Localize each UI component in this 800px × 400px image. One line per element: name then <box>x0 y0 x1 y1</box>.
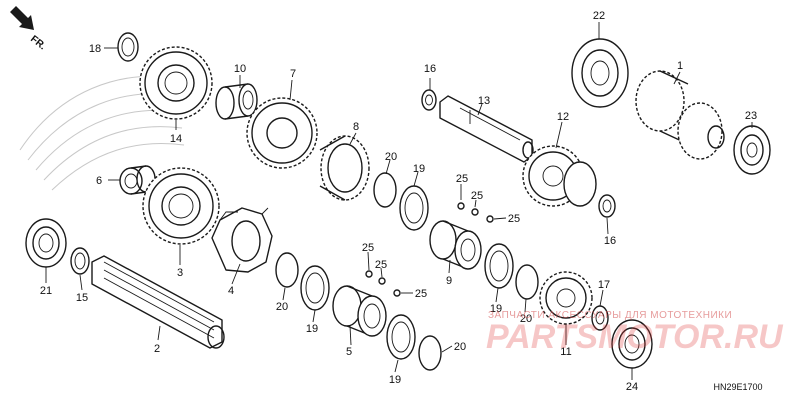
washer-16-bottom <box>598 194 616 218</box>
gear-12 <box>522 145 597 207</box>
snap-ring-20-mid <box>275 252 299 288</box>
callout-25-d: 25 <box>362 242 374 254</box>
callout-19-right: 19 <box>490 303 502 315</box>
front-direction-label: FR. <box>28 34 48 53</box>
callout-17: 17 <box>598 279 610 291</box>
washer-19-top <box>399 185 429 231</box>
gear-8 <box>319 135 370 201</box>
callout-20-top: 20 <box>385 151 397 163</box>
callout-7: 7 <box>290 68 296 80</box>
watermark-brand: PARTSMOTOR.RU <box>486 318 784 356</box>
bearing-21 <box>25 218 67 268</box>
callout-23: 23 <box>745 110 757 122</box>
bearing-22 <box>571 38 629 108</box>
callout-1: 1 <box>677 60 683 72</box>
washer-18 <box>117 32 139 62</box>
diagram-code: HN29E1700 <box>713 382 762 392</box>
callout-22: 22 <box>593 10 605 22</box>
bushing-5 <box>332 285 387 337</box>
callout-25-e: 25 <box>375 259 387 271</box>
callout-25-a: 25 <box>456 173 468 185</box>
gear-4 <box>211 207 273 273</box>
callout-21: 21 <box>40 285 52 297</box>
bearing-23 <box>733 125 771 175</box>
callout-5: 5 <box>346 346 352 358</box>
snap-ring-20-right <box>515 264 539 300</box>
callout-6: 6 <box>96 175 102 187</box>
callout-11: 11 <box>560 346 571 358</box>
callout-19-bottom: 19 <box>389 374 401 386</box>
callout-25-f: 25 <box>415 288 427 300</box>
callout-20-bottom: 20 <box>454 341 466 353</box>
leader-lines <box>45 22 753 380</box>
callout-16-bottom: 16 <box>604 235 616 247</box>
front-direction-arrow: FR. <box>10 6 48 52</box>
callout-2: 2 <box>154 343 160 355</box>
needle-bearing-6 <box>119 165 156 195</box>
washer-19-right <box>484 243 514 289</box>
callout-16-top: 16 <box>424 63 436 75</box>
callout-4: 4 <box>228 285 234 297</box>
washer-19-bottom <box>386 314 416 360</box>
bushing-9 <box>429 220 482 270</box>
callout-13: 13 <box>478 95 490 107</box>
callout-19-top: 19 <box>413 163 425 175</box>
callout-20-right: 20 <box>520 313 532 325</box>
mainshaft-2 <box>91 255 225 349</box>
callout-25-b: 25 <box>471 190 483 202</box>
gear-3 <box>142 167 220 245</box>
gear-7 <box>246 97 318 169</box>
callout-14: 14 <box>170 133 182 145</box>
gear-14 <box>139 46 213 120</box>
brand-wing-emblem <box>19 75 185 191</box>
watermark-caption: ЗАПЧАСТИ АКСЕССУАРЫ ДЛЯ МОТОТЕХНИКИ <box>488 310 732 321</box>
washer-15 <box>70 247 90 275</box>
snap-ring-20-top <box>373 172 397 208</box>
callout-12: 12 <box>557 111 569 123</box>
watermark: ЗАПЧАСТИ АКСЕССУАРЫ ДЛЯ МОТОТЕХНИКИ PART… <box>486 310 784 356</box>
washer-16-top <box>421 89 437 111</box>
callout-20-mid: 20 <box>276 301 288 313</box>
callout-9: 9 <box>446 275 452 287</box>
ball-group-lower <box>365 270 401 297</box>
callout-8: 8 <box>353 121 359 133</box>
snap-ring-20-bottom <box>418 335 442 371</box>
callout-15: 15 <box>76 292 88 304</box>
ball-group-upper <box>457 202 494 223</box>
gear-1 <box>635 70 725 160</box>
callout-19-mid: 19 <box>306 323 318 335</box>
callout-labels: 1 2 3 4 5 6 7 8 9 10 11 12 13 14 15 16 1… <box>40 10 757 393</box>
callout-3: 3 <box>177 267 183 279</box>
bushing-10 <box>215 83 258 120</box>
callout-10: 10 <box>234 63 246 75</box>
callout-24: 24 <box>626 381 638 393</box>
callout-18: 18 <box>89 43 101 55</box>
callout-25-c: 25 <box>508 213 520 225</box>
washer-19-mid <box>300 265 330 311</box>
